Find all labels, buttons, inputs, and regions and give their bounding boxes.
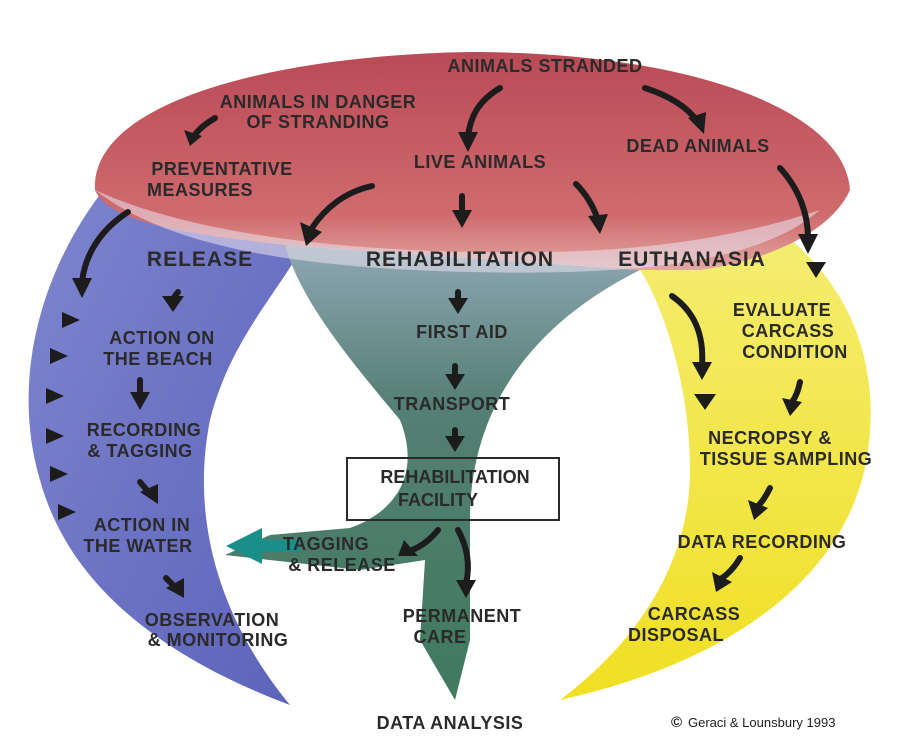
- node-observation-line1: OBSERVATION: [145, 610, 280, 630]
- node-euthanasia: EUTHANASIA: [618, 248, 766, 271]
- node-action-beach-line2: THE BEACH: [103, 349, 213, 369]
- node-necropsy-line1: NECROPSY &: [708, 428, 832, 448]
- node-action-water-line2: THE WATER: [83, 536, 192, 556]
- node-tagging-release-line2: & RELEASE: [288, 555, 396, 575]
- rehab-facility-box: [346, 457, 560, 521]
- node-rehabilitation: REHABILITATION: [366, 248, 554, 271]
- node-preventative-line2: MEASURES: [147, 180, 253, 200]
- release-zone: [28, 170, 300, 705]
- node-danger-line2: OF STRANDING: [247, 112, 390, 132]
- node-evaluate-line2: CARCASS: [742, 321, 835, 341]
- node-permanent-care-line2: CARE: [413, 627, 466, 647]
- node-data-analysis: DATA ANALYSIS: [377, 713, 524, 733]
- node-necropsy-line2: TISSUE SAMPLING: [700, 449, 873, 469]
- copyright-symbol: ©: [671, 714, 682, 731]
- node-data-recording: DATA RECORDING: [678, 532, 847, 552]
- node-action-beach-line1: ACTION ON: [109, 328, 215, 348]
- node-rehab-facility-line1: REHABILITATION: [380, 467, 529, 487]
- transition-band: [95, 190, 820, 273]
- node-tagging-release-line1: TAGGING: [283, 534, 369, 554]
- node-carcass-disposal-line1: CARCASS: [648, 604, 741, 624]
- node-preventative-line1: PREVENTATIVE: [151, 159, 292, 179]
- node-recording-line1: RECORDING: [87, 420, 202, 440]
- node-first-aid: FIRST AID: [416, 322, 508, 342]
- node-transport: TRANSPORT: [394, 394, 511, 414]
- euthanasia-zone: [560, 190, 871, 700]
- node-live-animals: LIVE ANIMALS: [414, 152, 546, 172]
- node-evaluate-line1: EVALUATE: [733, 300, 831, 320]
- node-danger-line1: ANIMALS IN DANGER: [220, 92, 417, 112]
- node-action-water-line1: ACTION IN: [94, 515, 191, 535]
- node-permanent-care-line1: PERMANENT: [403, 606, 522, 626]
- node-animals-stranded: ANIMALS STRANDED: [448, 56, 643, 76]
- node-dead-animals: DEAD ANIMALS: [626, 136, 769, 156]
- return-to-water-arrow: [226, 528, 300, 564]
- node-evaluate-line3: CONDITION: [742, 342, 848, 362]
- stranding-zone: [94, 52, 850, 270]
- node-carcass-disposal-line2: DISPOSAL: [628, 625, 724, 645]
- node-observation-line2: & MONITORING: [148, 630, 289, 650]
- credit-text: Geraci & Lounsbury 1993: [688, 715, 835, 730]
- flow-arrows: [46, 85, 826, 598]
- node-recording-line2: & TAGGING: [87, 441, 192, 461]
- node-rehab-facility-line2: FACILITY: [398, 490, 478, 510]
- rehabilitation-zone: [225, 245, 640, 700]
- node-release: RELEASE: [147, 248, 253, 271]
